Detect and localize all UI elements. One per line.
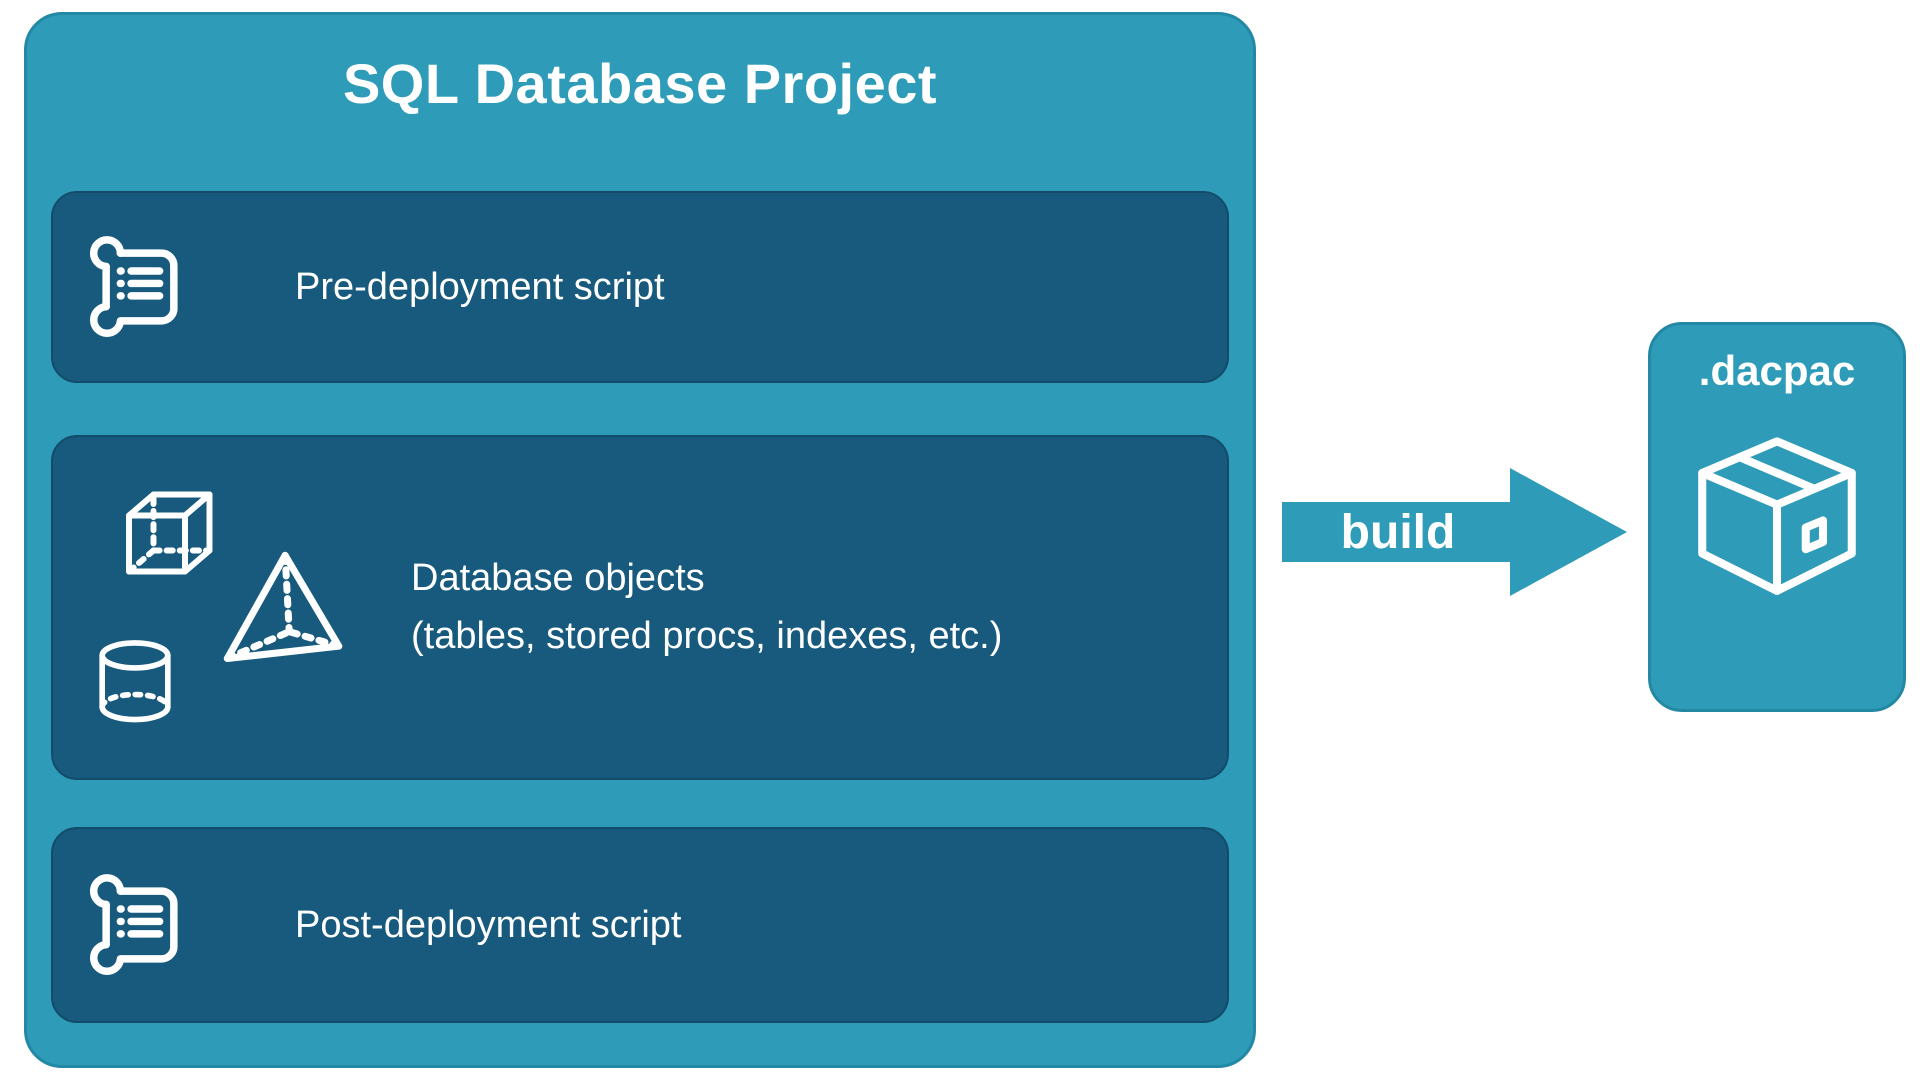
pre-deployment-row: Pre-deployment script xyxy=(53,193,1227,381)
scroll-icon xyxy=(89,874,178,976)
pyramid-icon xyxy=(223,551,343,663)
sql-project-container: SQL Database Project xyxy=(24,12,1256,1068)
build-label: build xyxy=(1340,505,1456,559)
scroll-icon xyxy=(89,236,178,338)
post-deployment-box: Post-deployment script xyxy=(51,827,1229,1023)
database-objects-box: Database objects (tables, stored procs, … xyxy=(51,435,1229,780)
arrow-right-icon xyxy=(1282,468,1627,596)
pre-deployment-label: Pre-deployment script xyxy=(295,265,665,308)
database-objects-label-line1: Database objects xyxy=(411,556,705,599)
post-deployment-row: Post-deployment script xyxy=(53,829,1227,1021)
dacpac-box: .dacpac xyxy=(1648,322,1906,712)
pre-deployment-box: Pre-deployment script xyxy=(51,191,1229,383)
cube-icon xyxy=(126,491,213,575)
project-title: SQL Database Project xyxy=(342,52,938,115)
package-icon xyxy=(1698,437,1856,595)
post-deployment-label: Post-deployment script xyxy=(295,903,682,946)
dacpac-label: .dacpac xyxy=(1698,347,1856,394)
database-objects-label-line2: (tables, stored procs, indexes, etc.) xyxy=(411,615,1003,658)
cylinder-icon xyxy=(99,640,171,723)
build-arrow: build xyxy=(1282,452,1627,612)
database-objects-label: Database objects (tables, stored procs, … xyxy=(411,549,1002,667)
